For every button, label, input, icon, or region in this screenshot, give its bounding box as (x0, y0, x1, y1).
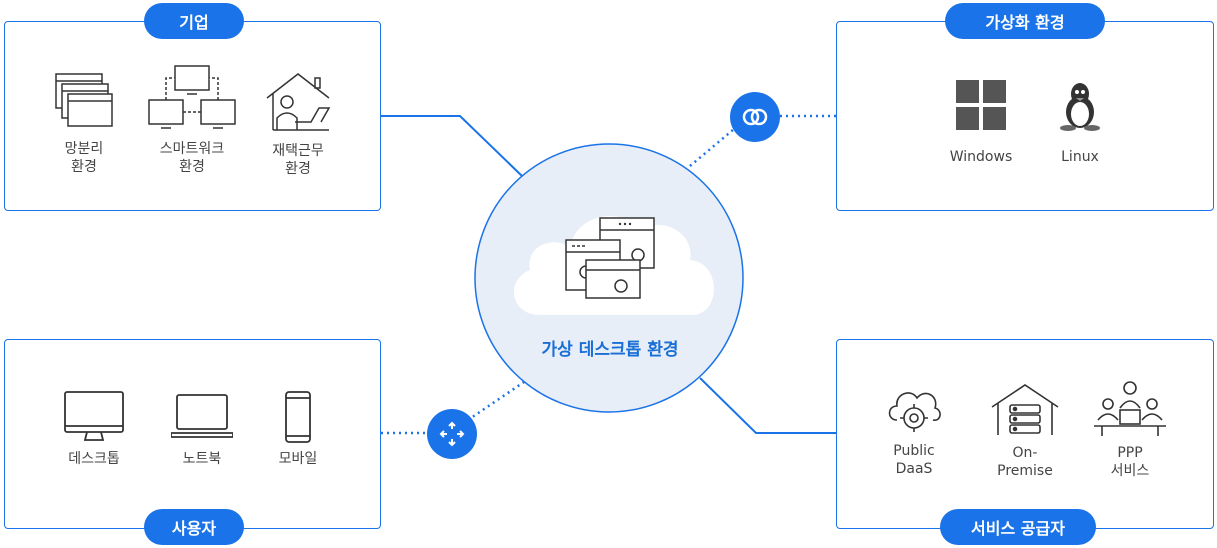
virtualization-title: 가상화 환경 (945, 3, 1105, 39)
desktop-monitor-icon (64, 391, 124, 441)
server-house-icon (991, 384, 1059, 435)
laptop-icon (171, 394, 233, 438)
windows-logo-icon (956, 80, 1006, 130)
users-item-mobile: 모바일 (243, 390, 353, 468)
home-office-icon (266, 73, 331, 131)
users-item-desktop: 데스크톱 (39, 390, 149, 468)
linux-penguin-icon (1060, 83, 1100, 131)
link-icon (730, 92, 780, 142)
people-meeting-icon (1094, 381, 1166, 436)
users-panel (4, 339, 381, 529)
providers-item-on-premise: On-Premise (970, 383, 1080, 480)
cloud-gear-icon (888, 392, 941, 432)
windows-stack-icon (55, 73, 113, 127)
virtualization-item-linux: Linux (1025, 80, 1135, 166)
center-title: 가상 데스크톱 환경 (541, 340, 679, 360)
users-title: 사용자 (144, 509, 244, 545)
providers-title: 서비스 공급자 (940, 509, 1096, 545)
network-computers-icon (148, 65, 236, 129)
virtualization-item-windows: Windows (926, 80, 1036, 166)
directional-arrows-icon (427, 409, 477, 459)
providers-panel (836, 339, 1214, 529)
virtualization-panel (836, 21, 1214, 211)
enterprise-title: 기업 (144, 3, 244, 39)
users-item-laptop: 노트북 (147, 393, 257, 468)
mobile-phone-icon (285, 391, 311, 443)
virtual-desktop-cloud-icon (513, 216, 714, 315)
